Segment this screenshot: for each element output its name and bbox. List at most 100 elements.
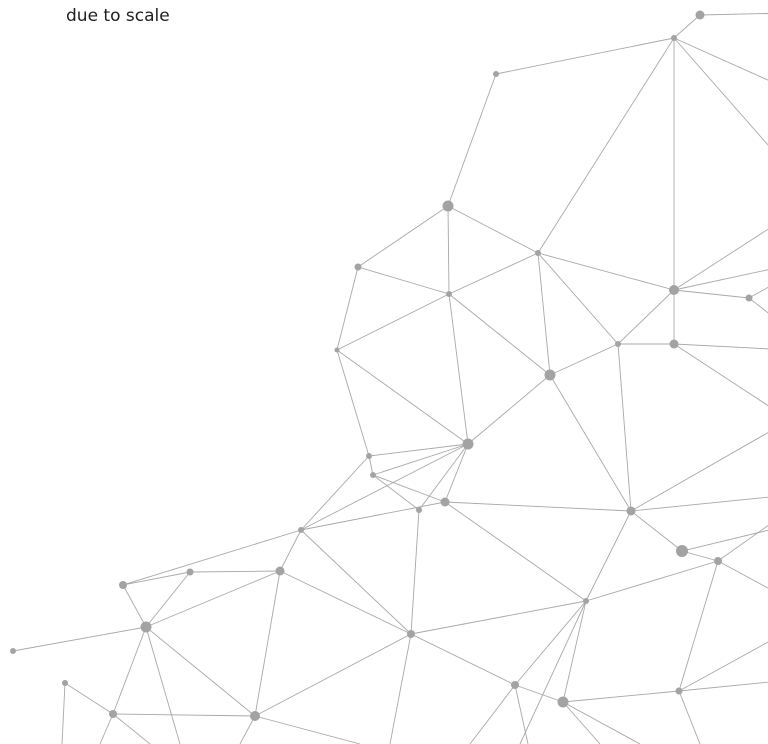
network-edge xyxy=(520,601,586,744)
network-edge xyxy=(373,444,468,475)
network-edge xyxy=(700,13,768,15)
network-edge xyxy=(123,585,146,627)
network-edge xyxy=(674,38,768,90)
network-node xyxy=(441,498,450,507)
network-edge xyxy=(674,215,768,290)
network-edge xyxy=(515,601,586,685)
network-edge xyxy=(358,206,448,267)
network-edge xyxy=(749,275,768,298)
network-node xyxy=(511,681,519,689)
network-edge xyxy=(100,714,113,744)
network-edge xyxy=(749,298,768,330)
network-edge xyxy=(358,267,449,294)
network-node xyxy=(370,472,376,478)
network-edge xyxy=(280,530,301,571)
network-edge xyxy=(538,253,674,290)
network-node xyxy=(250,711,260,721)
network-edge xyxy=(550,344,618,375)
network-node xyxy=(298,527,304,533)
network-node xyxy=(696,11,705,20)
network-edge xyxy=(123,530,301,585)
network-edge xyxy=(113,714,255,716)
network-edge xyxy=(586,561,718,601)
network-node xyxy=(669,285,679,295)
network-edge xyxy=(449,294,468,444)
network-edge xyxy=(146,627,180,744)
network-edge xyxy=(631,420,768,511)
network-edge xyxy=(496,38,674,74)
network-edge xyxy=(255,716,360,744)
network-edge xyxy=(563,702,640,744)
network-edge xyxy=(674,344,768,420)
network-node xyxy=(671,35,677,41)
network-node xyxy=(443,201,454,212)
network-edge xyxy=(618,344,631,511)
network-edge xyxy=(618,290,674,344)
network-edge xyxy=(411,601,586,634)
network-nodes xyxy=(10,11,753,722)
network-node xyxy=(670,340,679,349)
network-node xyxy=(187,569,194,576)
network-edge xyxy=(674,344,768,350)
network-node xyxy=(62,680,68,686)
network-edge xyxy=(449,294,550,375)
network-edge xyxy=(550,375,631,511)
network-node xyxy=(714,557,722,565)
network-edge xyxy=(538,253,550,375)
network-node xyxy=(407,630,415,638)
network-node xyxy=(493,71,499,77)
network-edge xyxy=(255,634,411,716)
network-edge xyxy=(631,511,682,551)
network-edge xyxy=(674,290,749,298)
network-edge xyxy=(411,634,515,685)
network-edge xyxy=(679,680,768,691)
network-node xyxy=(109,710,117,718)
network-edge xyxy=(563,601,586,702)
network-edge xyxy=(373,475,419,510)
network-node xyxy=(676,545,688,557)
network-edge xyxy=(13,627,146,651)
network-node xyxy=(366,453,372,459)
network-edge xyxy=(390,634,411,744)
network-edge xyxy=(563,691,679,702)
network-edge xyxy=(337,350,369,456)
network-edge xyxy=(563,702,600,744)
network-edge xyxy=(301,444,468,530)
network-node xyxy=(276,567,285,576)
network-edge xyxy=(113,627,146,714)
network-node xyxy=(355,264,362,271)
network-edge xyxy=(445,444,468,502)
network-edge xyxy=(468,375,550,444)
network-edge xyxy=(679,630,768,691)
network-edge xyxy=(718,561,768,600)
network-node xyxy=(583,598,589,604)
network-edge xyxy=(190,571,280,572)
network-edge xyxy=(62,683,65,744)
network-edge xyxy=(369,444,468,456)
network-edge xyxy=(301,530,411,634)
network-edge xyxy=(445,502,631,511)
network-node xyxy=(676,688,683,695)
network-edges xyxy=(13,13,768,744)
network-node xyxy=(141,622,152,633)
network-edge xyxy=(718,510,768,561)
network-edge xyxy=(538,253,618,344)
network-edge xyxy=(538,38,674,253)
network-edge xyxy=(448,74,496,206)
network-edge xyxy=(411,510,419,634)
network-edge xyxy=(674,38,768,170)
network-edge xyxy=(113,714,150,744)
network-node xyxy=(615,341,621,347)
network-edge xyxy=(337,350,468,444)
network-edge xyxy=(674,15,700,38)
network-node xyxy=(335,348,340,353)
network-node xyxy=(119,581,127,589)
network-node xyxy=(545,370,556,381)
network-edge xyxy=(448,206,538,253)
network-edge xyxy=(337,294,449,350)
network-node xyxy=(416,507,422,513)
network-edge xyxy=(146,627,255,716)
network-edge xyxy=(373,475,445,502)
network-edge xyxy=(682,525,768,551)
